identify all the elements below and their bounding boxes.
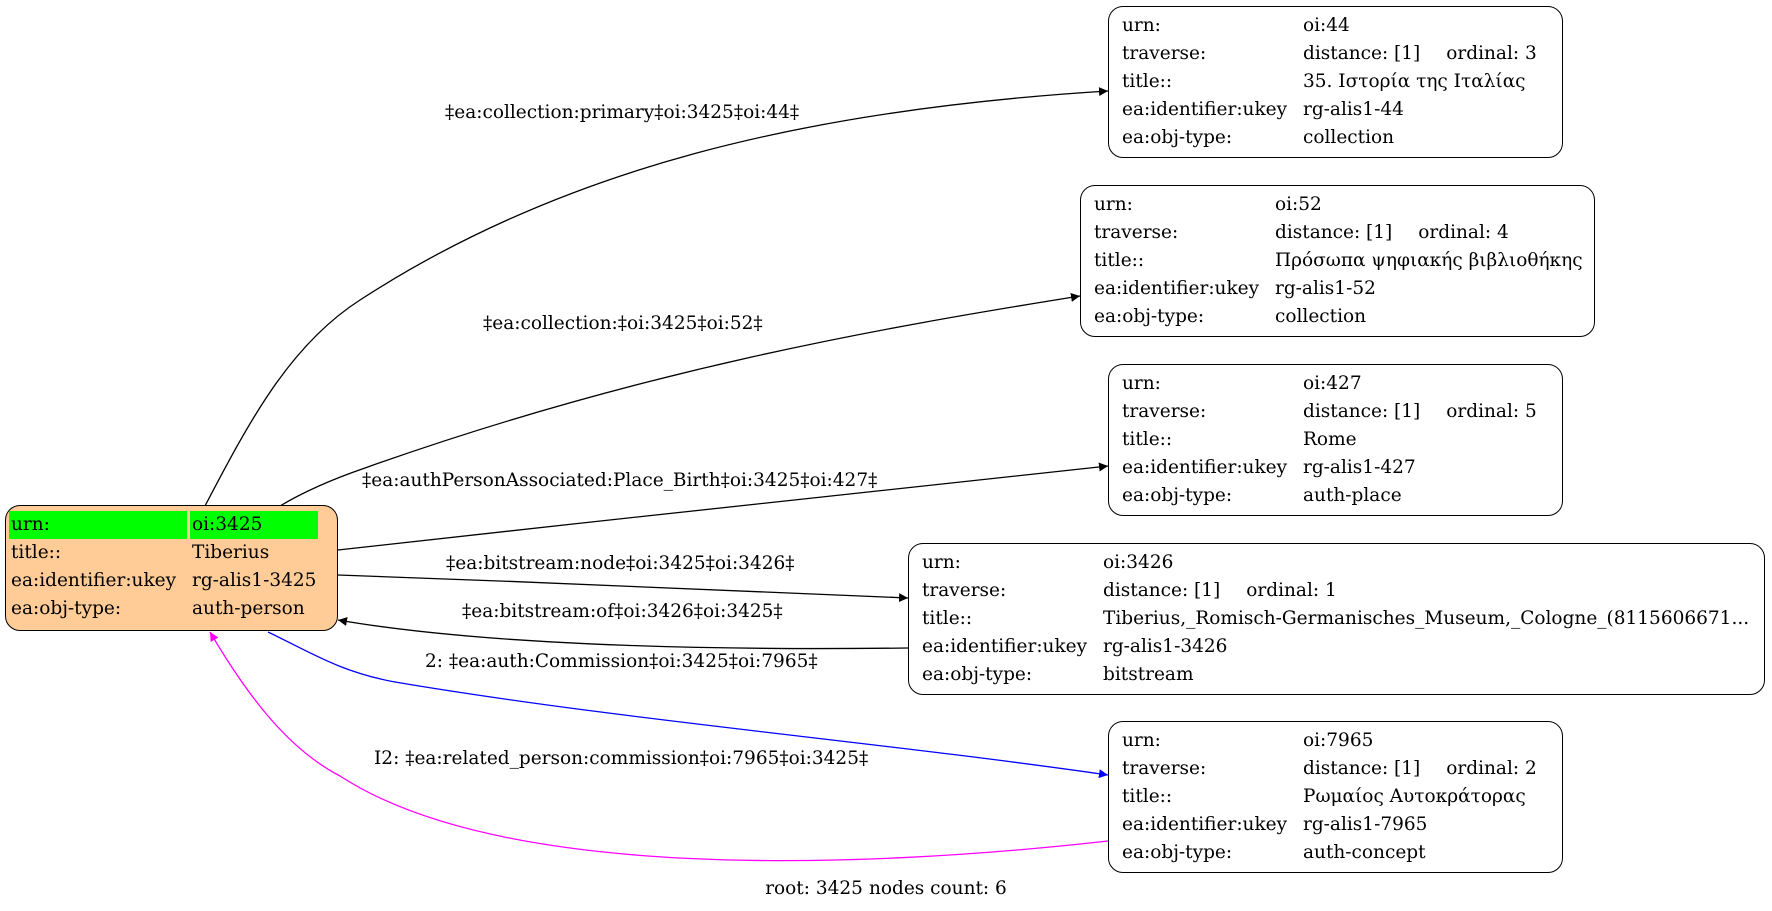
title-value: Ρωμαίος Αυτοκράτορας [1303,786,1526,807]
ukey-label: ea:identifier:ukey [1122,814,1288,835]
root-ukey-key: ea:identifier:ukey [11,570,177,591]
urn-value: oi:427 [1303,373,1362,394]
traverse-value: distance: [1] ordinal: 3 [1301,40,1539,68]
root-ukey-value: rg-alis1-3425 [192,570,317,591]
urn-value: oi:7965 [1303,730,1374,751]
edge-bitstream-of [337,617,909,650]
traverse-label: traverse: [922,580,1007,601]
urn-label: urn: [922,552,961,573]
title-value: Πρόσωπα ψηφιακής βιβλιοθήκης [1275,250,1583,271]
title-label: title:: [1122,786,1173,807]
root-title-key: title:: [11,542,62,563]
edge-collection-primary [204,87,1109,507]
title-label: title:: [1122,71,1173,92]
ordinal-value: ordinal: 3 [1446,43,1537,64]
obj-type-value: auth-place [1303,485,1402,506]
obj-type-label: ea:obj-type: [922,664,1033,685]
distance-value: distance: [1] [1303,758,1421,779]
edge-label-collection-primary: ‡ea:collection:primary‡oi:3425‡oi:44‡ [445,102,800,123]
obj-type-label: ea:obj-type: [1122,842,1233,863]
urn-label: urn: [1122,373,1161,394]
title-label: title:: [1122,429,1173,450]
node-oi-44[interactable]: urn: oi:44 traverse: distance: [1] ordinal:… [1108,6,1563,158]
edge-label-auth-commission: 2: ‡ea:auth:Commission‡oi:3425‡oi:7965‡ [425,651,818,672]
traverse-label: traverse: [1094,222,1179,243]
nodes-count-text: nodes count: 6 [868,878,1007,899]
ordinal-value: ordinal: 4 [1418,222,1509,243]
ukey-label: ea:identifier:ukey [1122,457,1288,478]
edge-bitstream-node [337,574,909,603]
ukey-label: ea:identifier:ukey [1094,278,1260,299]
obj-type-value: collection [1275,306,1367,327]
root-title-row: title:: Tiberius [9,539,318,567]
traverse-label: traverse: [1122,43,1207,64]
root-urn-row: urn: oi:3425 [9,511,319,539]
distance-value: distance: [1] [1303,43,1421,64]
urn-label: urn: [1122,730,1161,751]
traverse-value: distance: [1] ordinal: 2 [1301,755,1539,783]
node-oi-7965[interactable]: urn: oi:7965 traverse: distance: [1] ordina… [1108,721,1563,873]
title-value: Rome [1303,429,1357,450]
traverse-label: traverse: [1122,758,1207,779]
root-objtype-value: auth-person [192,598,305,619]
ukey-value: rg-alis1-3426 [1103,636,1228,657]
obj-type-label: ea:obj-type: [1122,485,1233,506]
ukey-label: ea:identifier:ukey [1122,99,1288,120]
urn-value: oi:52 [1275,194,1322,215]
root-id-text: root: 3425 [765,878,863,899]
root-ukey-row: ea:identifier:ukey rg-alis1-3425 [9,567,318,595]
distance-value: distance: [1] [1303,401,1421,422]
root-objtype-key: ea:obj-type: [11,598,122,619]
title-value: Tiberius,_Romisch-Germanisches_Museum,_C… [1103,608,1750,629]
node-oi-3426[interactable]: urn: oi:3426 traverse: distance: [1] ordina… [908,543,1765,695]
urn-value: oi:3426 [1103,552,1174,573]
root-title-value: Tiberius [192,542,270,563]
urn-label: urn: [1122,15,1161,36]
root-urn-key: urn: [9,511,187,539]
title-label: title:: [1094,250,1145,271]
obj-type-value: bitstream [1103,664,1194,685]
traverse-label: traverse: [1122,401,1207,422]
obj-type-value: auth-concept [1303,842,1426,863]
ukey-value: rg-alis1-52 [1275,278,1376,299]
obj-type-value: collection [1303,127,1395,148]
edge-related-person-commission [209,631,1109,862]
urn-value: oi:44 [1303,15,1350,36]
distance-value: distance: [1] [1275,222,1393,243]
node-oi-52[interactable]: urn: oi:52 traverse: distance: [1] ordinal:… [1080,185,1595,337]
urn-label: urn: [1094,194,1133,215]
ukey-value: rg-alis1-44 [1303,99,1404,120]
edge-collection [279,292,1081,507]
distance-value: distance: [1] [1103,580,1221,601]
edge-label-collection: ‡ea:collection:‡oi:3425‡oi:52‡ [483,313,763,334]
ordinal-value: ordinal: 2 [1446,758,1537,779]
obj-type-label: ea:obj-type: [1122,127,1233,148]
edge-label-place-birth: ‡ea:authPersonAssociated:Place_Birth‡oi:… [362,470,878,491]
ukey-value: rg-alis1-7965 [1303,814,1428,835]
edge-label-bitstream-node: ‡ea:bitstream:node‡oi:3425‡oi:3426‡ [446,553,795,574]
node-oi-427[interactable]: urn: oi:427 traverse: distance: [1] ordinal… [1108,364,1563,516]
title-label: title:: [922,608,973,629]
traverse-value: distance: [1] ordinal: 5 [1301,398,1539,426]
obj-type-label: ea:obj-type: [1094,306,1205,327]
edge-label-related-person-commission: I2: ‡ea:related_person:commission‡oi:796… [374,748,869,769]
title-value: 35. Ιστορία της Ιταλίας [1303,71,1526,92]
ordinal-value: ordinal: 1 [1246,580,1337,601]
root-objtype-row: ea:obj-type: auth-person [9,595,318,623]
edge-label-bitstream-of: ‡ea:bitstream:of‡oi:3426‡oi:3425‡ [462,601,783,622]
edge-place-birth [337,462,1109,551]
root-urn-value: oi:3425 [190,511,319,539]
root-node[interactable]: urn: oi:3425 title:: Tiberius ea:identif… [5,505,338,631]
ordinal-value: ordinal: 5 [1446,401,1537,422]
ukey-label: ea:identifier:ukey [922,636,1088,657]
traverse-value: distance: [1] ordinal: 1 [1101,577,1751,605]
traverse-value: distance: [1] ordinal: 4 [1273,219,1585,247]
ukey-value: rg-alis1-427 [1303,457,1416,478]
edge-auth-commission [267,631,1109,779]
